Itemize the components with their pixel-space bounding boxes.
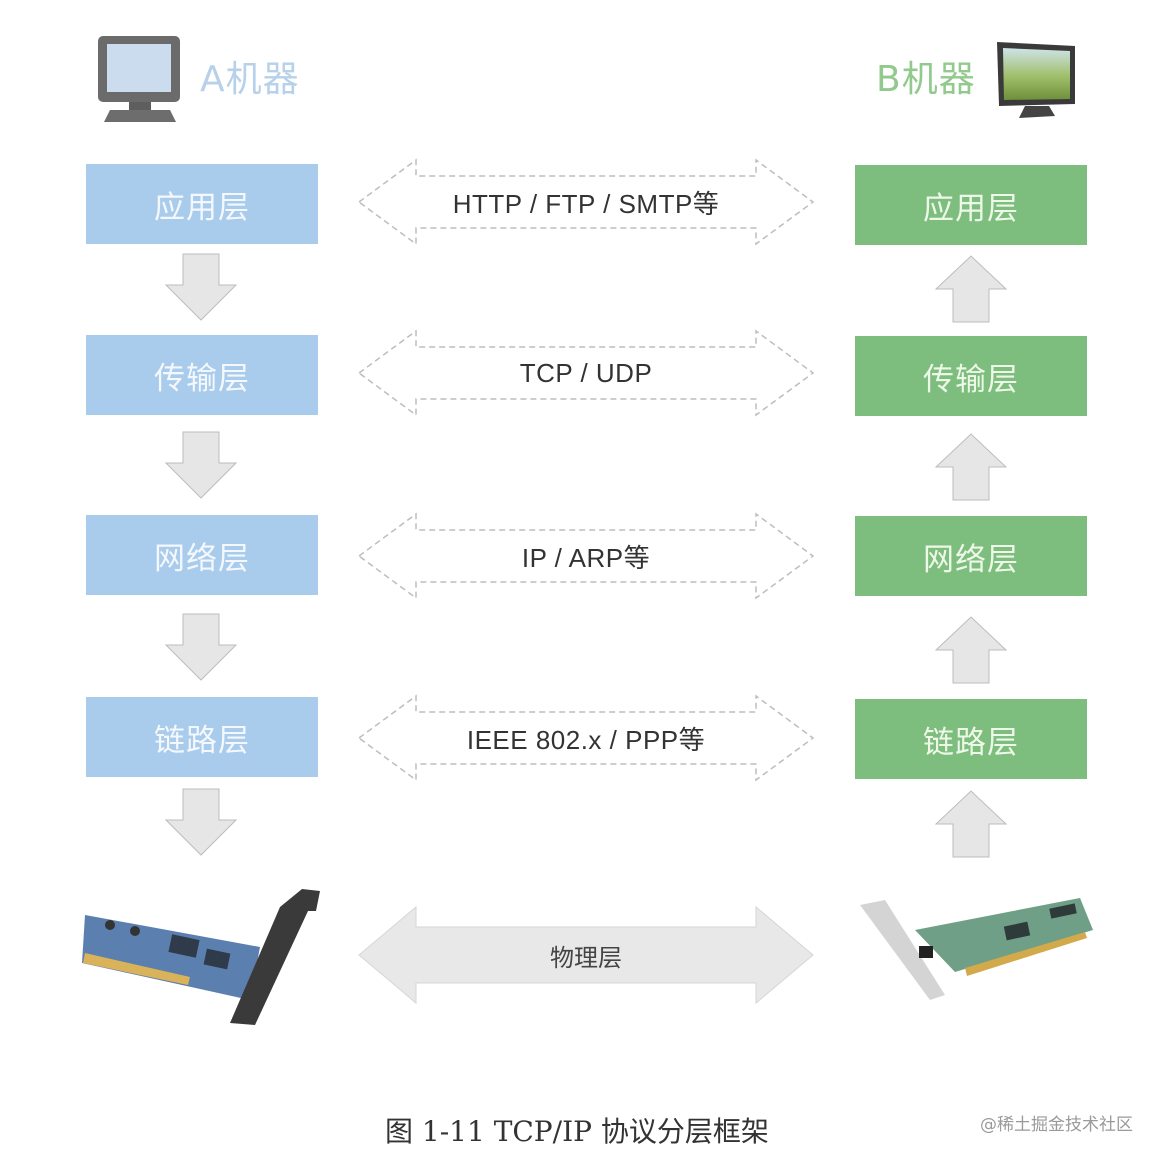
up-arrow-icon: [935, 433, 1007, 501]
machine-a-layer-transport: 传输层: [86, 335, 318, 415]
up-arrow-icon: [935, 790, 1007, 858]
machine-b-network-card-icon: [855, 890, 1100, 1010]
down-arrow-icon: [165, 613, 237, 681]
protocol-label: HTTP / FTP / SMTP等: [452, 188, 720, 219]
down-arrow-icon: [165, 788, 237, 856]
protocol-label: IP / ARP等: [521, 542, 651, 573]
down-arrow-icon: [165, 431, 237, 499]
machine-a-layer-application: 应用层: [86, 164, 318, 244]
protocol-arrow-application: HTTP / FTP / SMTP等: [357, 158, 815, 246]
machine-a-network-card-icon: [80, 885, 330, 1025]
double-arrow-icon: [358, 905, 814, 1005]
figure-caption: 图 1-11 TCP/IP 协议分层框架: [385, 1115, 769, 1148]
double-arrow-icon: [357, 158, 815, 246]
double-arrow-icon: [357, 512, 815, 600]
machine-a-layer-link: 链路层: [86, 697, 318, 777]
up-arrow-icon: [935, 616, 1007, 684]
machine-b-monitor-icon: [995, 40, 1081, 124]
protocol-arrow-network: IP / ARP等: [357, 512, 815, 600]
machine-b-layer-link: 链路层: [855, 699, 1087, 779]
up-arrow-icon: [935, 255, 1007, 323]
down-arrow-icon: [165, 253, 237, 321]
machine-b-layer-network: 网络层: [855, 516, 1087, 596]
machine-b-title: B机器: [876, 59, 976, 100]
machine-b-layer-transport: 传输层: [855, 336, 1087, 416]
double-arrow-icon: [357, 694, 815, 782]
physical-layer-arrow: 物理层: [357, 905, 815, 1005]
machine-a-title: A机器: [200, 59, 300, 100]
protocol-label: TCP / UDP: [519, 357, 653, 388]
physical-layer-label: 物理层: [550, 943, 622, 972]
protocol-arrow-link: IEEE 802.x / PPP等: [357, 694, 815, 782]
protocol-arrow-transport: TCP / UDP: [357, 329, 815, 417]
watermark: @稀土掘金技术社区: [980, 1115, 1133, 1135]
machine-a-layer-network: 网络层: [86, 515, 318, 595]
machine-a-monitor-icon: [96, 34, 184, 124]
double-arrow-icon: [357, 329, 815, 417]
machine-b-layer-application: 应用层: [855, 165, 1087, 245]
protocol-label: IEEE 802.x / PPP等: [466, 724, 706, 755]
